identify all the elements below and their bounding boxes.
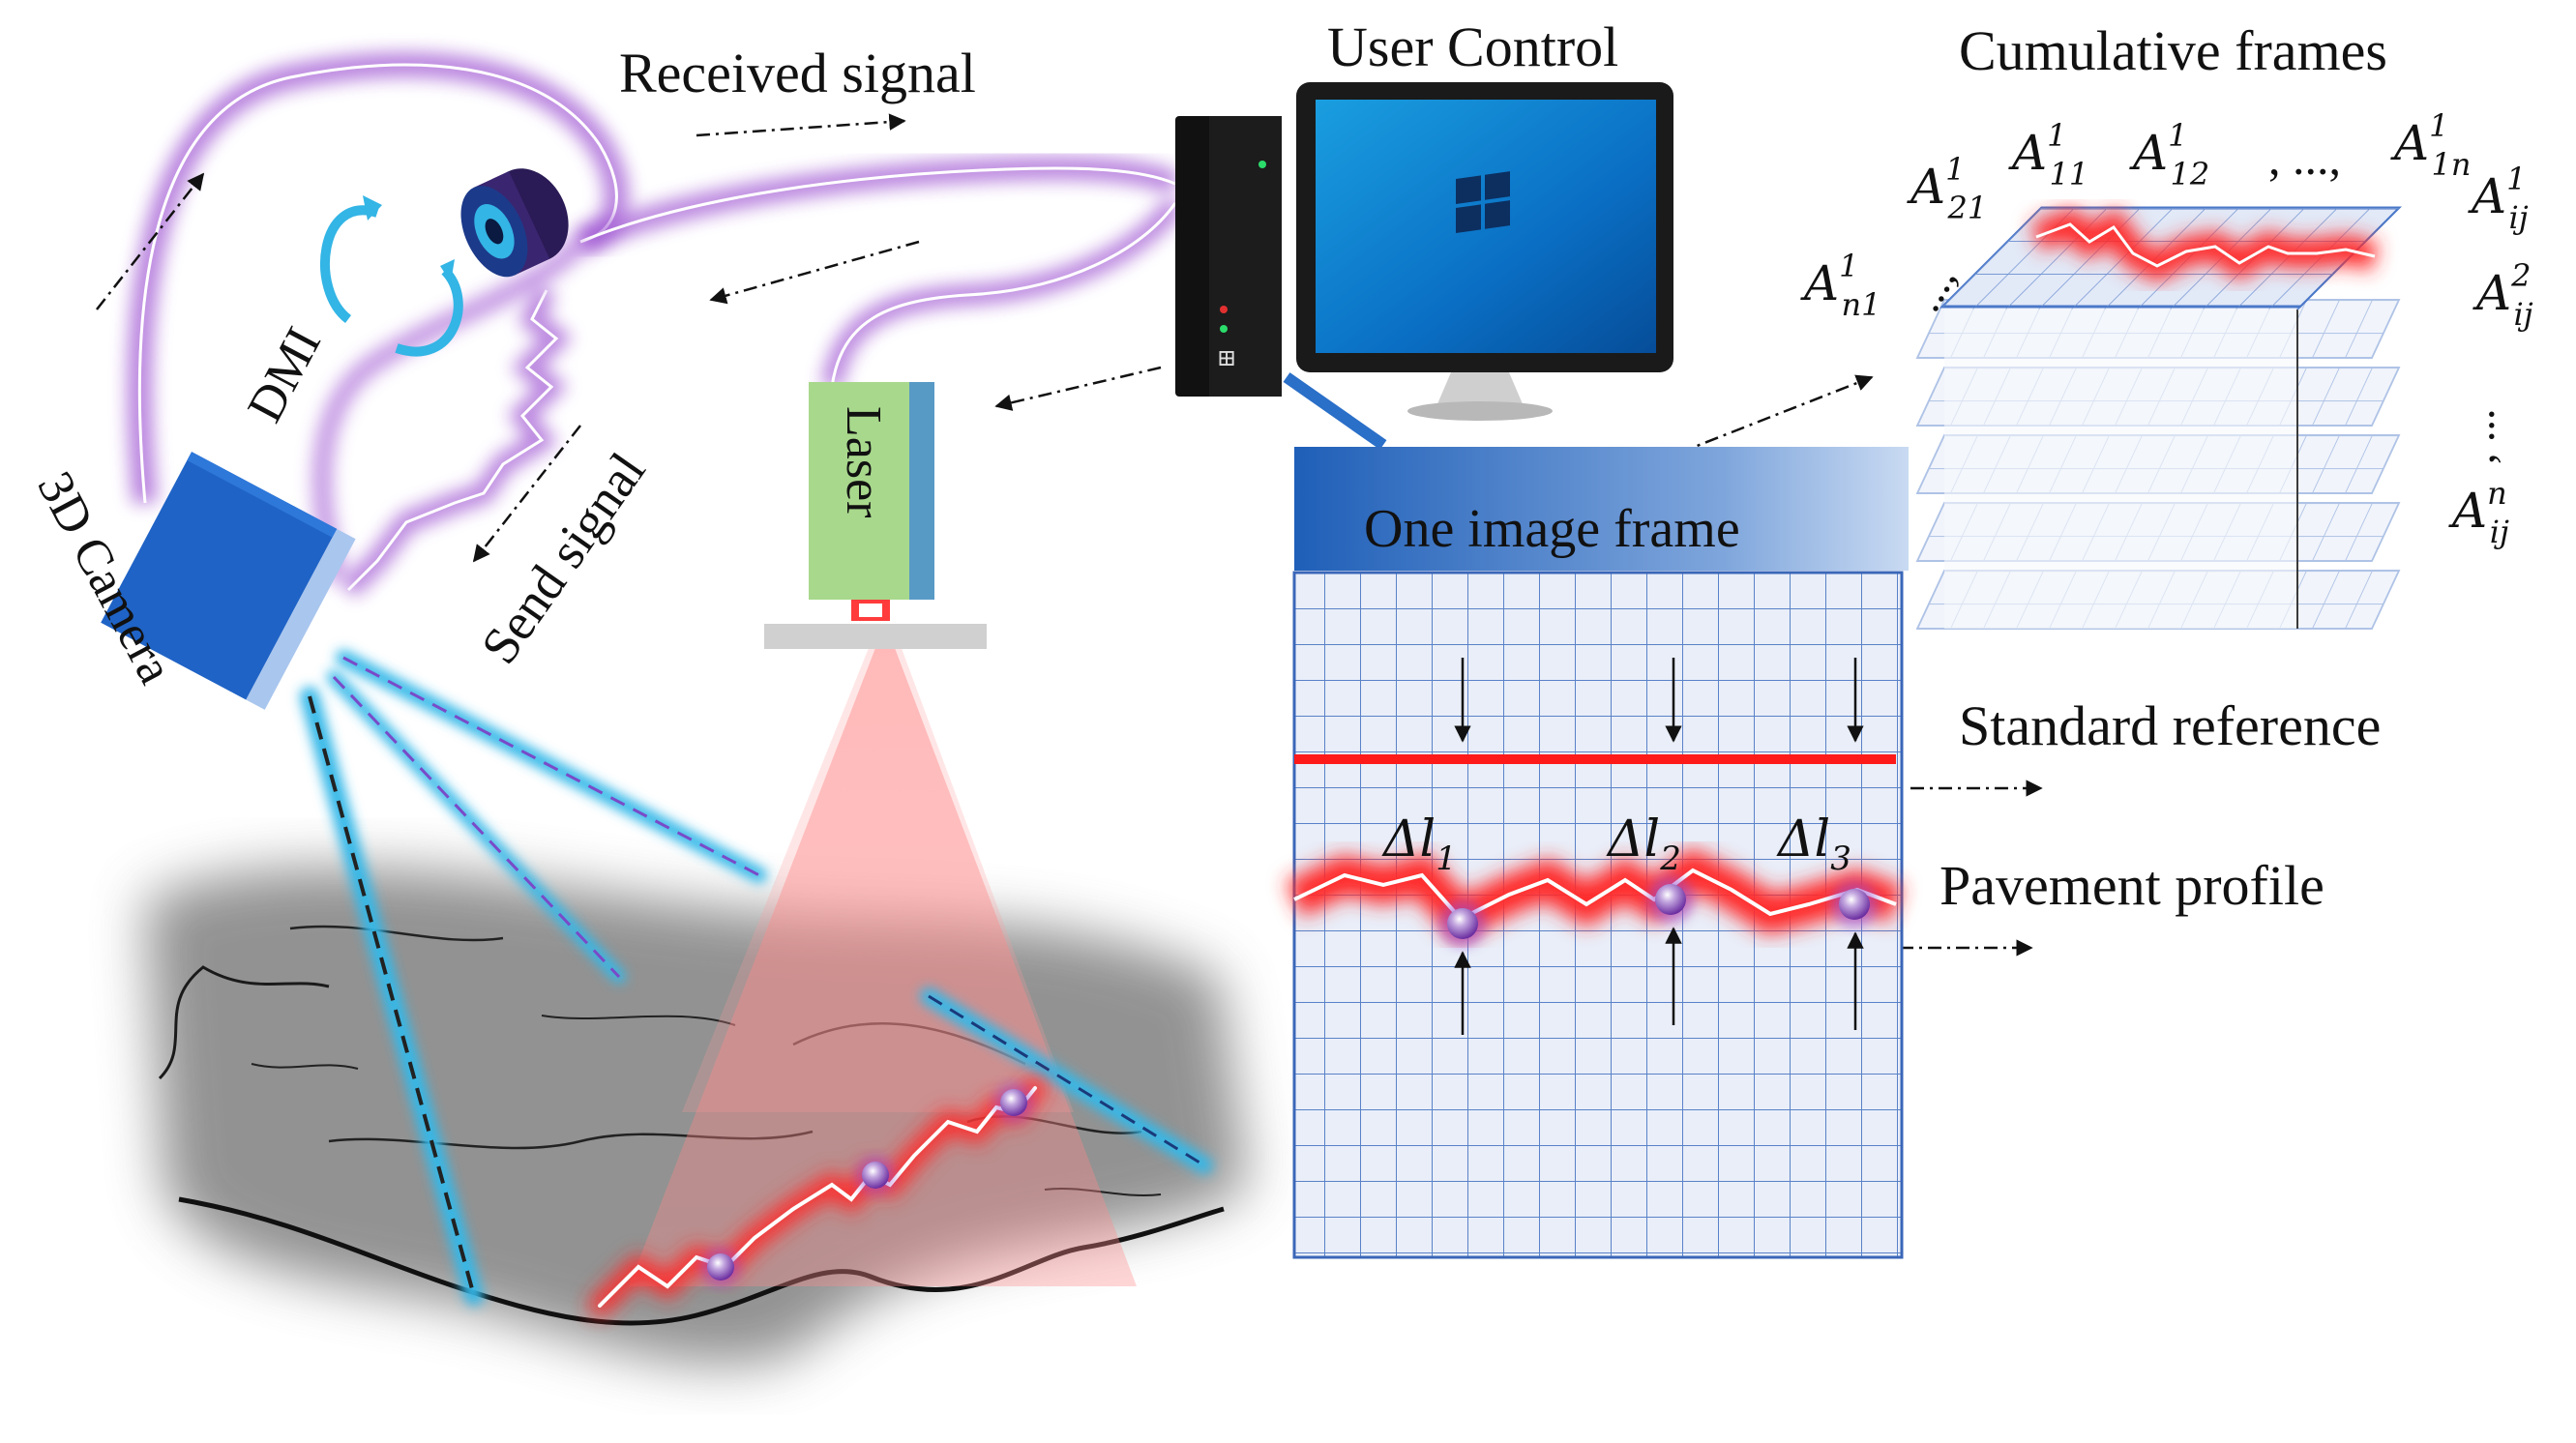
pavement-laser-profile bbox=[589, 1077, 1046, 1316]
tower-logo-icon: ⊞ bbox=[1217, 344, 1236, 371]
windows-logo-icon bbox=[1456, 171, 1510, 233]
pavement-profile-label: Pavement profile bbox=[1939, 854, 2324, 917]
user-control-computer: ⊞ User Control bbox=[1175, 15, 1673, 450]
laser-beam bbox=[629, 643, 1137, 1286]
frame-header bbox=[1294, 447, 1909, 571]
laser-label: Laser bbox=[836, 406, 891, 517]
cumulative-frames-stack bbox=[1915, 206, 2402, 630]
label-ellipsis-right: , ... bbox=[2454, 409, 2503, 465]
one-image-frame: One image frame Δl1 Δl2 Δl3 bbox=[1286, 447, 1909, 1259]
standard-reference-label: Standard reference bbox=[1959, 694, 2381, 757]
signal-cables bbox=[127, 52, 1185, 598]
received-signal-label: Received signal bbox=[619, 42, 976, 104]
cumulative-frames-label: Cumulative frames bbox=[1959, 19, 2387, 82]
delta-l1-label: Δl1 bbox=[1381, 810, 1457, 878]
label-ellipsis-top: , ..., bbox=[2268, 131, 2341, 185]
delta-l3-label: Δl3 bbox=[1776, 810, 1851, 878]
frame-header-label: One image frame bbox=[1364, 499, 1740, 559]
dmi-encoder: DMI bbox=[237, 168, 569, 431]
offset-arrows bbox=[1454, 658, 1864, 1035]
camera-rays bbox=[300, 650, 1213, 1306]
dmi-label: DMI bbox=[237, 319, 332, 431]
3d-camera: 3D Camera bbox=[26, 452, 356, 710]
user-control-label: User Control bbox=[1327, 15, 1618, 78]
laser-device: Laser bbox=[764, 382, 987, 649]
delta-l2-label: Δl2 bbox=[1606, 810, 1681, 878]
